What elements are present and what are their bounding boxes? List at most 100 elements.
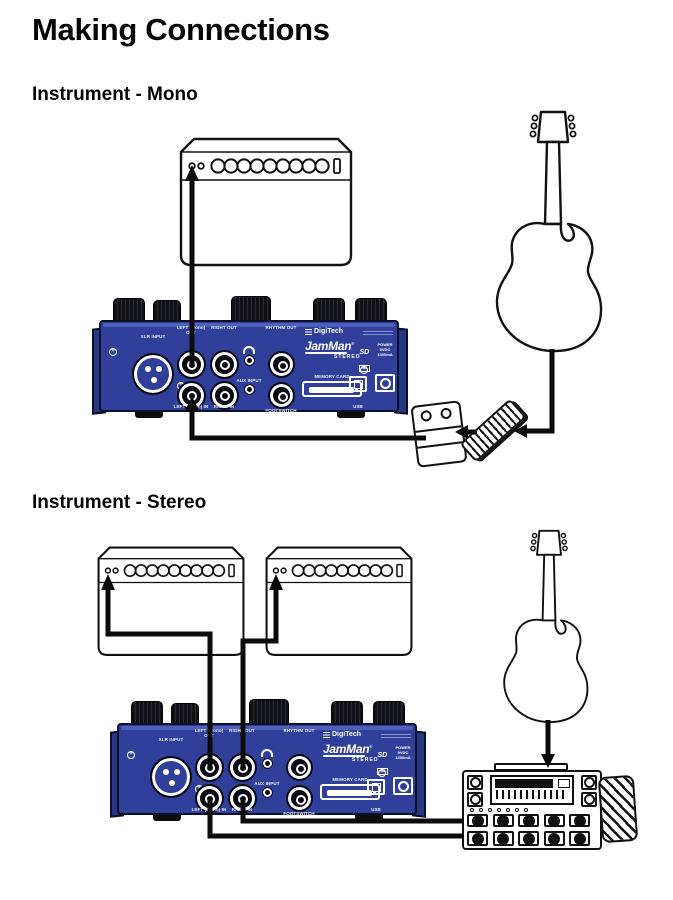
footswitch-jack (286, 785, 313, 812)
cable-guitar-to-vol (527, 349, 555, 434)
memory-card-label: MEMORY CARD (314, 374, 350, 379)
aux-input-jack (262, 787, 273, 798)
volume-pedal (459, 398, 527, 463)
screw-icon: + (109, 348, 117, 356)
xlr-input-connector (132, 353, 174, 395)
guitar-amp-drawing (97, 546, 245, 656)
usb-port (349, 376, 367, 392)
right-out-jack (210, 350, 239, 379)
amp-power-switch (228, 563, 235, 578)
rhythm-out-jack (286, 754, 313, 781)
jamman-stereo-rear-panel: XLR INPUT + + LEFT (Mono) OUT RIGHT OUT … (92, 296, 408, 418)
logo-underline (323, 755, 365, 757)
fx-display (490, 775, 574, 805)
fx-knob (581, 775, 597, 790)
series-label: STEREO (352, 757, 379, 763)
xlr-pin (163, 769, 169, 775)
amp-knobs (210, 158, 330, 174)
xlr-input-connector (150, 756, 192, 798)
fx-sliders (496, 790, 568, 799)
fx-knob (467, 792, 483, 807)
headphones-icon (261, 749, 273, 757)
amp-outline (97, 546, 245, 656)
top-knob (113, 298, 145, 324)
guitar-body (503, 618, 589, 723)
digitech-logo: DigiTech (323, 731, 361, 738)
series-label: STEREO (334, 354, 361, 360)
power-line1: POWER (395, 745, 411, 750)
footswitch-jack (268, 382, 295, 409)
power-line2: 9VDC (379, 346, 391, 352)
rear-panel-face: XLR INPUT + + LEFT (Mono) OUT RIGHT OUT … (117, 723, 417, 816)
rear-panel-face: XLR INPUT + + LEFT (Mono) OUT RIGHT OUT … (99, 320, 399, 413)
tuner-pegs (529, 114, 577, 138)
headphones-jack (244, 355, 255, 366)
rubber-foot (337, 412, 365, 418)
jamman-logo-text: JamMan (305, 339, 352, 353)
headphones-icon (243, 346, 255, 354)
fx-footswitch (569, 831, 590, 846)
usb-label: USB (371, 807, 381, 812)
power-line2: 9VDC (397, 749, 409, 755)
fx-footswitch (518, 831, 539, 846)
rhythm-out-label: RHYTHM OUT (283, 728, 315, 733)
memory-card (309, 387, 354, 393)
digitech-logo-icon (323, 731, 330, 738)
xlr-input-label: XLR INPUT (140, 334, 166, 339)
amp-input-jack-2 (280, 567, 287, 574)
xlr-pin (150, 377, 157, 383)
headstock (536, 110, 570, 144)
rubber-foot (153, 815, 181, 821)
xlr-pin (156, 366, 162, 372)
fx-footswitch (569, 814, 590, 827)
amp-power-switch (333, 158, 341, 174)
amp-power-switch (396, 563, 403, 578)
usb-port (367, 779, 385, 795)
amp-knobs (123, 564, 226, 578)
fx-footswitch (543, 814, 565, 827)
digitech-logo-icon (305, 328, 312, 335)
rhythm-out-label: RHYTHM OUT (265, 325, 297, 330)
rubber-foot (135, 412, 163, 418)
footswitch-label: FOOTSWITCH (283, 811, 315, 816)
right-in-label: RIGHT IN (213, 404, 235, 409)
digitech-logo-text: DigiTech (332, 731, 362, 738)
power-rating-text: POWER 9VDC 1300mA (372, 342, 398, 357)
xlr-pin (145, 366, 151, 372)
jamman-logo: JamMan® (305, 339, 354, 353)
right-out-label: RIGHT OUT (211, 325, 237, 330)
digitech-logo: DigiTech (305, 328, 343, 335)
top-knob-large (231, 296, 271, 324)
xlr-pin (168, 780, 175, 786)
memory-card-label: MEMORY CARD (332, 777, 368, 782)
aux-input-label: AUX INPUT (236, 378, 262, 383)
power-line3: 1300mA (395, 754, 411, 760)
aux-input-label: AUX INPUT (254, 781, 280, 786)
stompbox-knob (420, 409, 433, 423)
amp-knobs (291, 564, 394, 578)
stereo-amp-left (96, 545, 246, 667)
left-mono-out-jack (195, 753, 224, 782)
neck (541, 553, 557, 622)
fx-mini-knobs (470, 808, 528, 812)
power-line1: POWER (377, 342, 393, 347)
amp-outline (265, 546, 413, 656)
fx-body (462, 770, 602, 850)
stompbox-footswitch-line (417, 441, 464, 449)
fx-footswitch (518, 814, 539, 827)
right-out-jack (228, 753, 257, 782)
top-knob (313, 298, 345, 324)
jamman-logo-text: JamMan (323, 742, 370, 756)
right-out-label: RIGHT OUT (229, 728, 255, 733)
power-rating-text: POWER 9VDC 1300mA (390, 745, 416, 760)
memory-card (327, 790, 372, 796)
fine-print-text (363, 330, 393, 335)
guitar-amp-drawing (179, 137, 353, 267)
left-mono-out-jack (177, 350, 206, 379)
amp-input-jack-2 (112, 567, 119, 574)
electric-guitar-drawing (495, 110, 603, 353)
stereo-guitar (497, 526, 601, 726)
tuner-pegs (530, 532, 568, 552)
neck (543, 140, 563, 226)
